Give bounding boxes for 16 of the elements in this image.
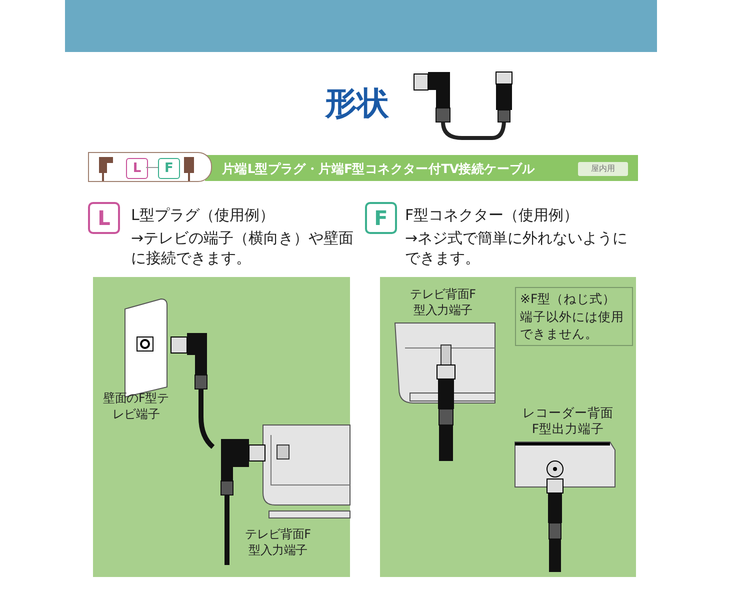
callout-text: テレビ背面F型入力端子 [410, 287, 476, 318]
title: 形状 [325, 83, 389, 124]
section-heading: L型プラグ（使用例） [131, 206, 274, 225]
letter-badge: F [158, 158, 180, 179]
section-text: →テレビの端子（横向き）や壁面に接続できます。 [131, 228, 355, 268]
callout-text: レコーダー背面F型出力端子 [522, 405, 614, 438]
banner-title: 片端L型プラグ・片端F型コネクター付TV接続ケーブル [222, 161, 535, 178]
letter-badge: L [126, 158, 148, 179]
usage-badge: 屋内用 [578, 162, 628, 176]
letter-badge: F [365, 202, 397, 234]
callout-text: 壁面のF型テレビ端子 [103, 391, 169, 422]
note-text: ※F型（ねじ式）端子以外には使用できません。 [515, 287, 633, 346]
letter-badge: L [88, 202, 120, 234]
callout-text: テレビ背面F型入力端子 [245, 527, 311, 558]
section-heading: F型コネクター（使用例） [405, 206, 579, 225]
section-text: →ネジ式で簡単に外れないようにできます。 [405, 228, 629, 268]
